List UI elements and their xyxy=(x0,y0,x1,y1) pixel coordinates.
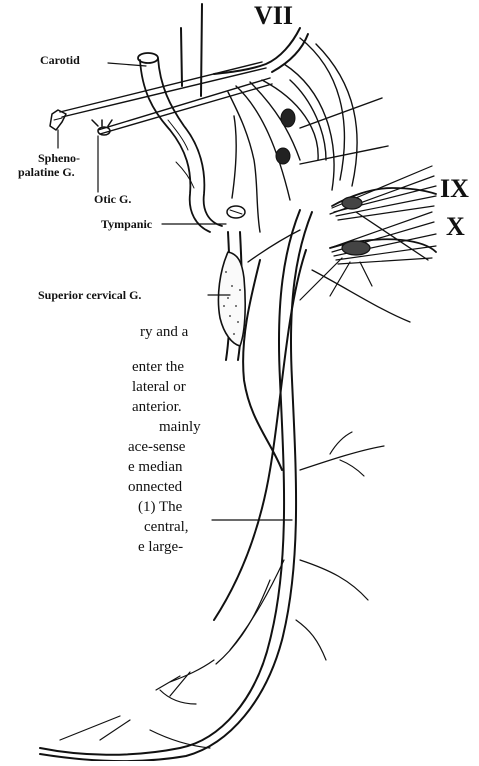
spheno-label-line1: Spheno- xyxy=(38,152,80,164)
paragraph-fragment-10: central, xyxy=(144,520,189,535)
paragraph-fragment-2: enter the xyxy=(132,360,184,375)
carotid-label: Carotid xyxy=(40,54,80,66)
spheno-label-line2: palatine G. xyxy=(18,166,75,178)
paragraph-fragment-3: lateral or xyxy=(132,380,186,395)
otic-label: Otic G. xyxy=(94,193,131,205)
tympanic-label: Tympanic xyxy=(101,218,152,230)
paragraph-fragment-4: anterior. xyxy=(132,400,182,415)
paragraph-fragment-5: mainly xyxy=(159,420,201,435)
paragraph-fragment-8: onnected xyxy=(128,480,182,495)
superior-cervical-label: Superior cervical G. xyxy=(38,289,141,301)
spheno-palatine-ganglion xyxy=(50,110,66,130)
paragraph-fragment-1: ry and a xyxy=(140,325,188,340)
superior-cervical-ganglion xyxy=(218,252,245,346)
cross-branches xyxy=(248,212,428,322)
carotid-artery xyxy=(138,53,222,232)
nerve-vii-label: VII xyxy=(254,3,293,29)
tenth-nerve-fan xyxy=(300,212,436,300)
ninth-nerve-fan xyxy=(330,166,436,220)
paragraph-fragment-6: ace-sense xyxy=(128,440,185,455)
lower-branches xyxy=(60,432,384,748)
paragraph-fragment-11: e large- xyxy=(138,540,183,555)
paragraph-fragment-9: (1) The xyxy=(138,500,182,515)
tympanic-ganglion xyxy=(227,206,245,218)
nerve-ix-label: IX xyxy=(440,176,469,202)
paragraph-fragment-7: e median xyxy=(128,460,183,475)
nerve-x-label: X xyxy=(446,214,465,240)
